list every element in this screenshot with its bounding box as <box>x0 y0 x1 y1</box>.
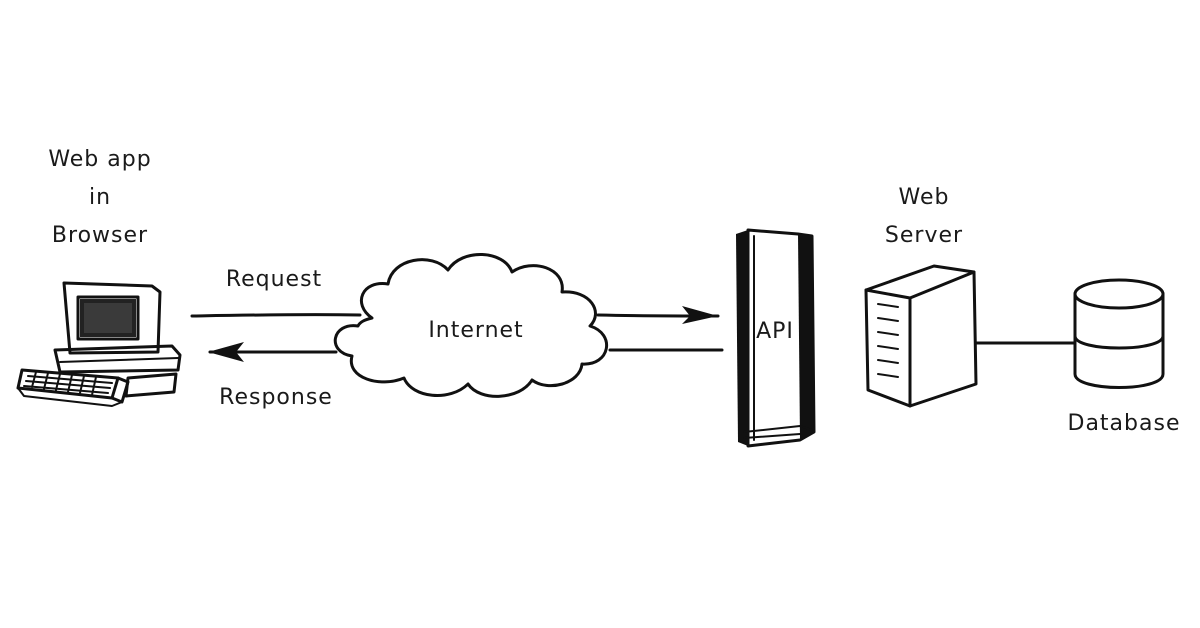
request-label: Request <box>226 267 322 292</box>
database-cylinder-icon <box>1073 278 1165 389</box>
api-label: API <box>756 319 794 344</box>
response-arrow <box>208 342 724 362</box>
server-label-line2: Server <box>885 223 963 248</box>
response-label: Response <box>219 385 333 410</box>
api-gateway-pillar <box>736 228 816 448</box>
server-tower-icon <box>864 264 978 408</box>
client-label-line3: Browser <box>52 223 148 248</box>
internet-label: Internet <box>428 318 523 343</box>
database-label: Database <box>1068 411 1181 436</box>
cloud-icon <box>333 253 608 398</box>
request-arrow <box>190 306 720 324</box>
computer-icon <box>16 281 182 407</box>
server-label-line1: Web <box>899 185 950 210</box>
client-label-line1: Web app <box>48 147 151 172</box>
client-label-line2: in <box>89 185 111 210</box>
